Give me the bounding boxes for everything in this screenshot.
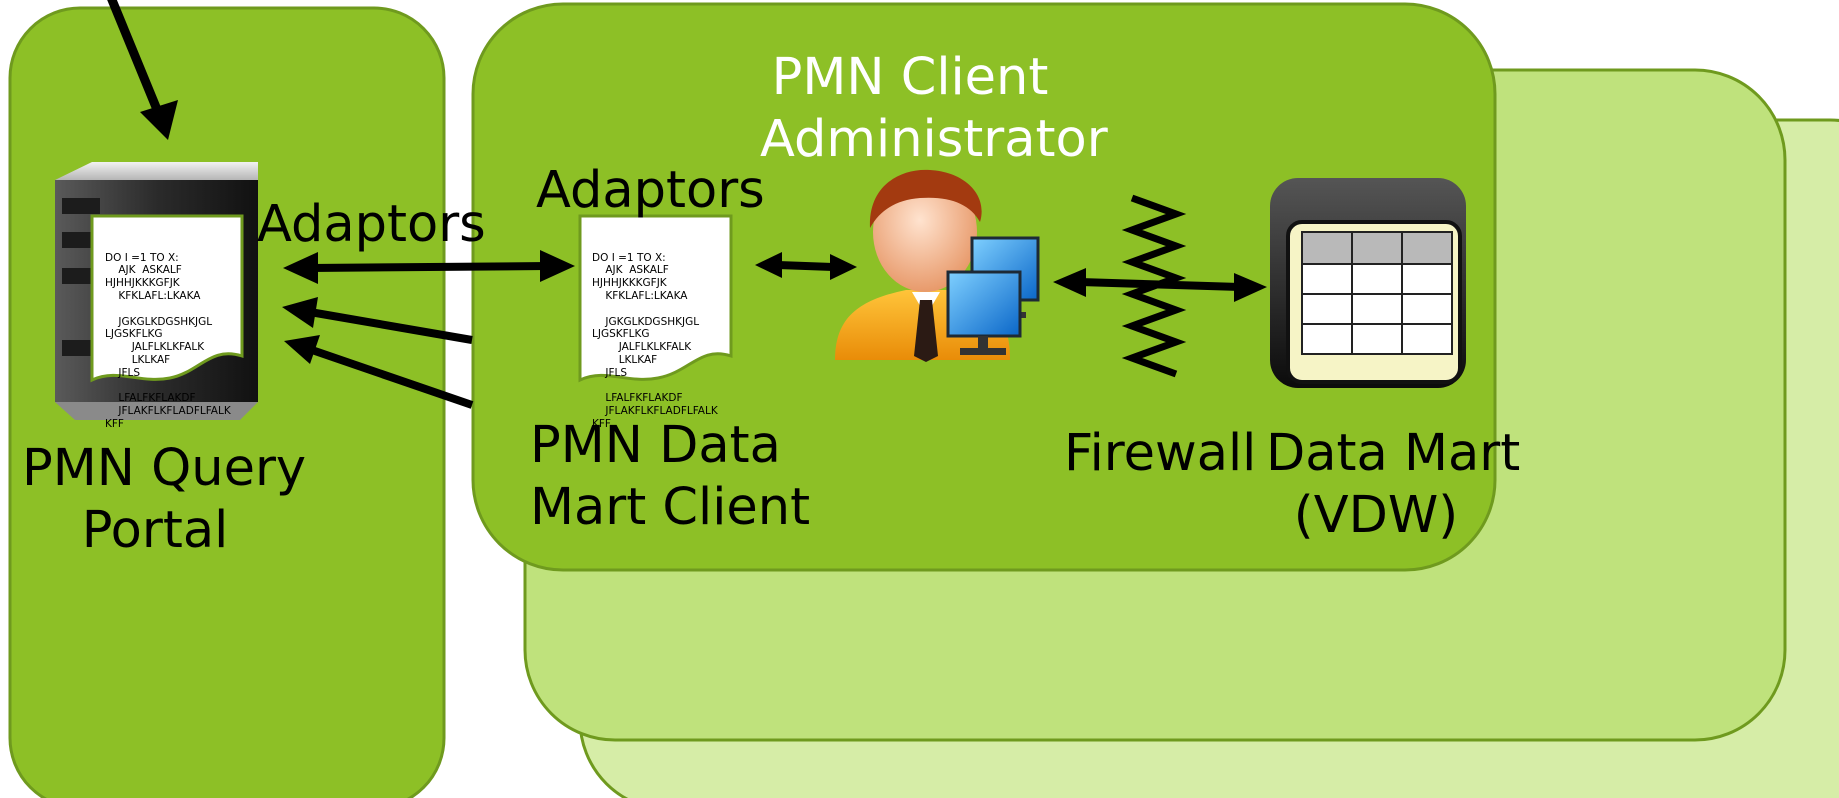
client-adaptors-label: Adaptors: [536, 161, 765, 220]
return-arrow-1: [282, 297, 473, 344]
incoming-arrow: [107, 0, 178, 140]
document-icon: [578, 214, 733, 383]
adaptor-exchange-arrow: [283, 250, 575, 284]
computer-monitors-icon: [946, 236, 1040, 355]
client-administrator-label: PMN Client Administrator: [760, 48, 1108, 169]
document-icon: [90, 214, 244, 383]
client-admin-arrow: [755, 252, 857, 280]
admin-datamart-arrow: [1053, 268, 1267, 302]
data-mart-client-label: PMN Data Mart Client: [530, 416, 811, 537]
firewall-label: Firewall: [1064, 424, 1257, 483]
data-mart-label: Data Mart (VDW): [1266, 424, 1521, 545]
portal-label: PMN Query Portal: [22, 439, 307, 560]
portal-adaptors-label: Adaptors: [257, 195, 486, 254]
data-table-icon: [1270, 178, 1466, 388]
return-arrow-2: [284, 335, 474, 409]
